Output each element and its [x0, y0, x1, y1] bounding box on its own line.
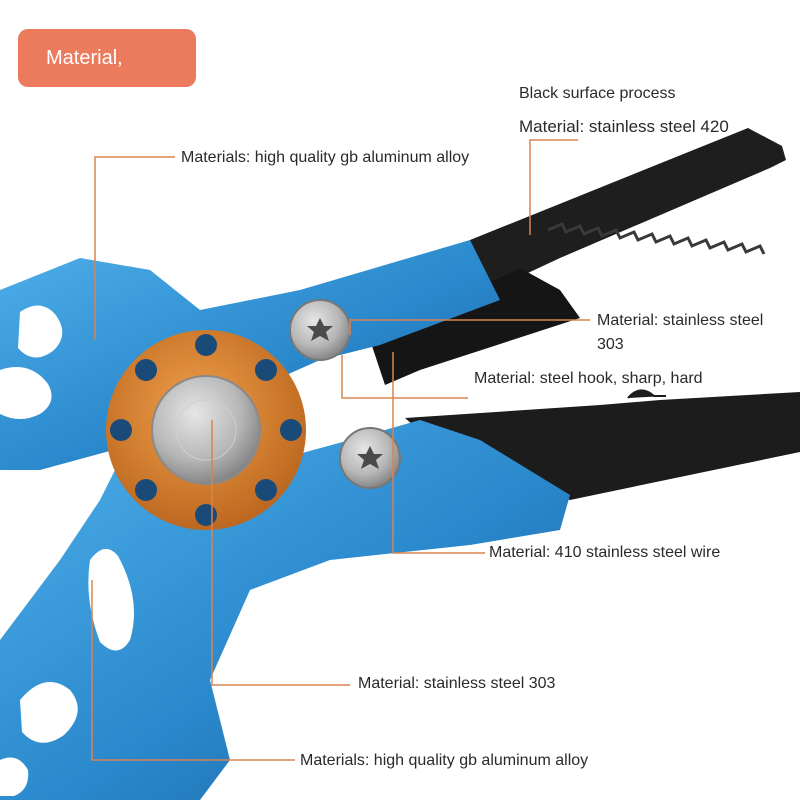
jaw-material-label: Material: stainless steel 420: [519, 117, 729, 136]
upper-screw: [289, 299, 351, 361]
screw-material-label-line2: 303: [597, 336, 624, 353]
handle-material-top-label: Materials: high quality gb aluminum allo…: [181, 149, 470, 166]
surface-process-label: Black surface process: [519, 85, 676, 102]
badge-label: Material,: [46, 46, 123, 69]
screw-material-label: Material: stainless steel: [597, 312, 764, 329]
lower-screw: [339, 427, 401, 489]
lower-handle: [0, 420, 570, 800]
leader-lines: [91, 139, 590, 761]
pivot-material-label: Material: stainless steel 303: [358, 675, 556, 692]
pivot-ring: [106, 330, 306, 530]
material-badge: Material,: [18, 29, 196, 87]
hook-material-label: Material: steel hook, sharp, hard: [474, 370, 703, 387]
wire-material-label: Material: 410 stainless steel wire: [489, 544, 721, 561]
handle-material-bottom-label: Materials: high quality gb aluminum allo…: [300, 752, 589, 769]
